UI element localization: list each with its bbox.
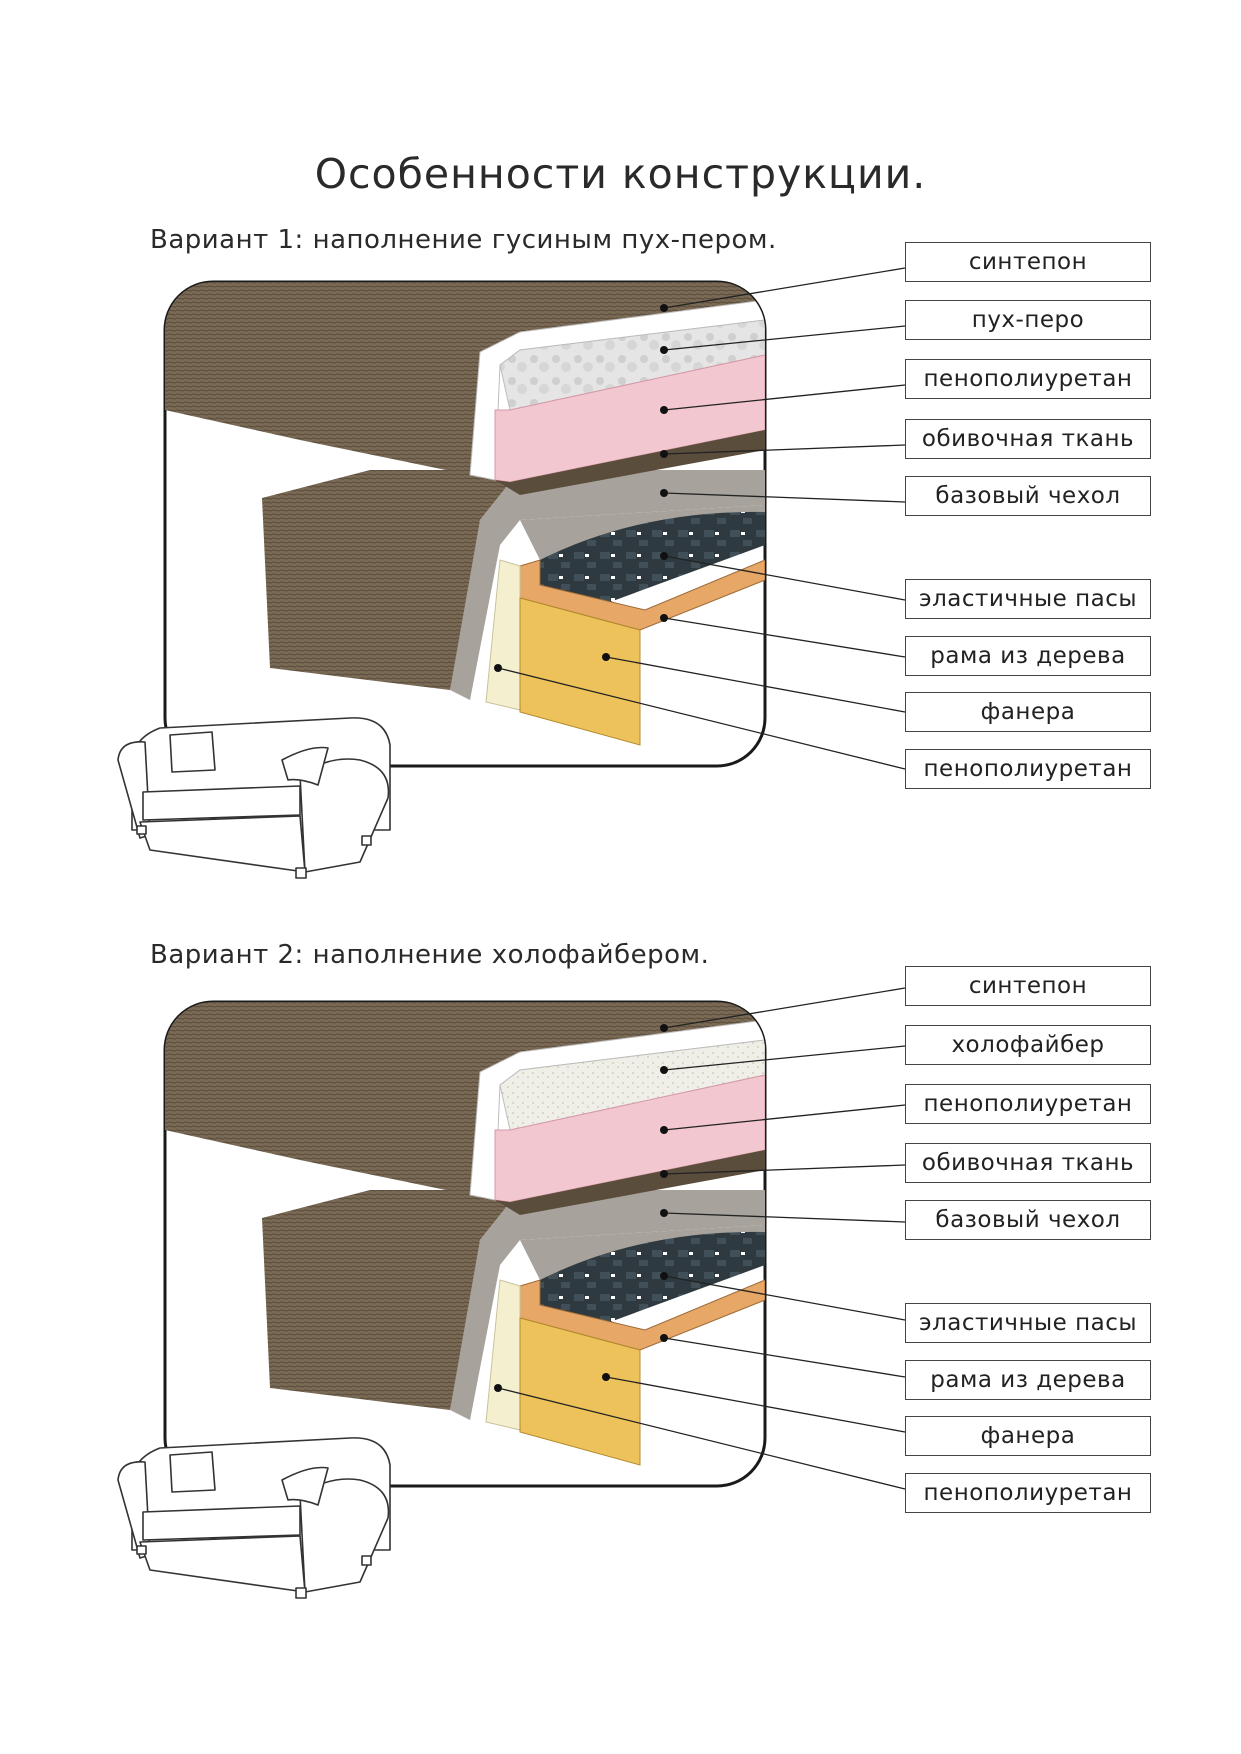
sofa-leg: [362, 836, 371, 845]
label-v1-base-cover: базовый чехол: [905, 476, 1151, 516]
pointer-dot: [660, 1334, 668, 1342]
label-v2-upholstery: обивочная ткань: [905, 1143, 1151, 1183]
label-v2-pu-foam-top: пенополиуретан: [905, 1084, 1151, 1124]
pointer-dot: [494, 1384, 502, 1392]
sofa-sketch: [118, 718, 390, 878]
pointer-dot: [660, 1170, 668, 1178]
pointer-dot: [660, 346, 668, 354]
pointer-dot: [660, 552, 668, 560]
sofa-pillow-left: [170, 732, 215, 772]
label-v2-base-cover: базовый чехол: [905, 1200, 1151, 1240]
pointer-dot: [602, 653, 610, 661]
label-v1-pu-foam-top: пенополиуретан: [905, 359, 1151, 399]
pointer-dot: [660, 450, 668, 458]
label-v2-straps: эластичные пасы: [905, 1303, 1151, 1343]
pointer-dot: [660, 1272, 668, 1280]
pointer-dot: [660, 489, 668, 497]
sofa-leg: [296, 1588, 306, 1598]
label-v1-synthetic: синтепон: [905, 242, 1151, 282]
pointer-dot: [660, 1126, 668, 1134]
sofa-sketch: [118, 1438, 390, 1598]
variant-1-illustration: [118, 268, 905, 878]
pointer-dot: [660, 614, 668, 622]
pointer-dot: [660, 1066, 668, 1074]
label-v1-plywood: фанера: [905, 692, 1151, 732]
label-v1-wood-frame: рама из дерева: [905, 636, 1151, 676]
pointer-dot: [660, 1209, 668, 1217]
label-v1-filling: пух-перо: [905, 300, 1151, 340]
label-v1-straps: эластичные пасы: [905, 579, 1151, 619]
label-v2-pu-foam-bottom: пенополиуретан: [905, 1473, 1151, 1513]
sofa-front: [140, 816, 305, 872]
label-v2-synthetic: синтепон: [905, 966, 1151, 1006]
pointer-dot: [660, 1024, 668, 1032]
pointer-dot: [494, 664, 502, 672]
label-v1-pu-foam-bottom: пенополиуретан: [905, 749, 1151, 789]
pointer-dot: [602, 1373, 610, 1381]
label-v2-plywood: фанера: [905, 1416, 1151, 1456]
variant-2-illustration: [118, 988, 905, 1598]
label-v1-upholstery: обивочная ткань: [905, 419, 1151, 459]
label-v2-wood-frame: рама из дерева: [905, 1360, 1151, 1400]
sofa-leg: [137, 826, 146, 834]
sofa-seat: [143, 786, 300, 820]
pointer-dot: [660, 304, 668, 312]
sofa-leg: [296, 868, 306, 878]
sofa-front: [140, 1536, 305, 1592]
sofa-leg: [137, 1546, 146, 1554]
sofa-seat: [143, 1506, 300, 1540]
sofa-leg: [362, 1556, 371, 1565]
pointer-dot: [660, 406, 668, 414]
sofa-pillow-left: [170, 1452, 215, 1492]
label-v2-filling: холофайбер: [905, 1025, 1151, 1065]
